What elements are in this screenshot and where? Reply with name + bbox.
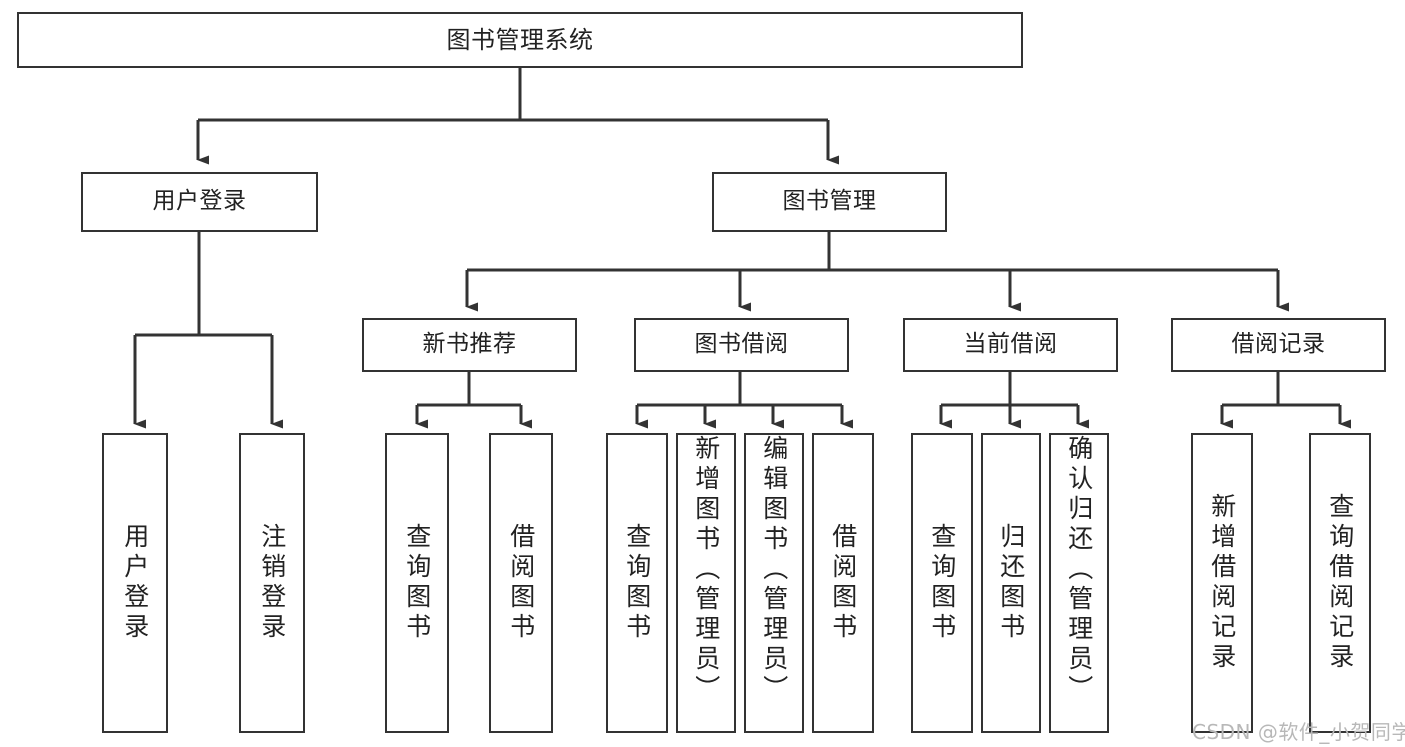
leaf-confirm-return[interactable]: 确认归还（管理员） (1049, 433, 1109, 733)
leaf-return-book[interactable]: 归还图书 (981, 433, 1041, 733)
node-book-manage[interactable]: 图书管理 (712, 172, 947, 232)
leaf-add-record-label: 新增借阅记录 (1207, 493, 1237, 673)
node-user-login[interactable]: 用户登录 (81, 172, 318, 232)
node-root[interactable]: 图书管理系统 (17, 12, 1023, 68)
node-root-label: 图书管理系统 (446, 25, 594, 54)
leaf-logout[interactable]: 注销登录 (239, 433, 305, 733)
leaf-query-book-2[interactable]: 查询图书 (606, 433, 668, 733)
node-current-borrow-label: 当前借阅 (963, 331, 1058, 358)
leaf-borrow-book-1[interactable]: 借阅图书 (489, 433, 553, 733)
node-borrow-record-label: 借阅记录 (1231, 331, 1326, 358)
leaf-edit-book[interactable]: 编辑图书（管理员） (744, 433, 804, 733)
leaf-query-book-1-label: 查询图书 (402, 523, 432, 643)
leaf-query-record[interactable]: 查询借阅记录 (1309, 433, 1371, 733)
leaf-query-book-3-label: 查询图书 (927, 523, 957, 643)
leaf-user-login-label: 用户登录 (120, 523, 150, 643)
node-borrow-record[interactable]: 借阅记录 (1171, 318, 1386, 372)
node-book-manage-label: 图书管理 (782, 188, 877, 215)
node-user-login-label: 用户登录 (152, 188, 247, 215)
node-book-borrow-label: 图书借阅 (694, 331, 789, 358)
leaf-add-book-label: 新增图书（管理员） (691, 435, 721, 705)
leaf-borrow-book-1-label: 借阅图书 (506, 523, 536, 643)
leaf-borrow-book-2-label: 借阅图书 (828, 523, 858, 643)
node-new-book-recommend[interactable]: 新书推荐 (362, 318, 577, 372)
leaf-return-book-label: 归还图书 (996, 523, 1026, 643)
leaf-query-record-label: 查询借阅记录 (1325, 493, 1355, 673)
leaf-query-book-2-label: 查询图书 (622, 523, 652, 643)
leaf-user-login[interactable]: 用户登录 (102, 433, 168, 733)
leaf-add-book[interactable]: 新增图书（管理员） (676, 433, 736, 733)
csdn-watermark: CSDN @软件_小贺同学 (1192, 720, 1405, 744)
node-new-book-recommend-label: 新书推荐 (422, 331, 517, 358)
leaf-edit-book-label: 编辑图书（管理员） (759, 435, 789, 705)
node-current-borrow[interactable]: 当前借阅 (903, 318, 1118, 372)
leaf-logout-label: 注销登录 (257, 523, 287, 643)
leaf-borrow-book-2[interactable]: 借阅图书 (812, 433, 874, 733)
leaf-query-book-1[interactable]: 查询图书 (385, 433, 449, 733)
leaf-confirm-return-label: 确认归还（管理员） (1064, 435, 1094, 705)
node-book-borrow[interactable]: 图书借阅 (634, 318, 849, 372)
leaf-query-book-3[interactable]: 查询图书 (911, 433, 973, 733)
leaf-add-record[interactable]: 新增借阅记录 (1191, 433, 1253, 733)
